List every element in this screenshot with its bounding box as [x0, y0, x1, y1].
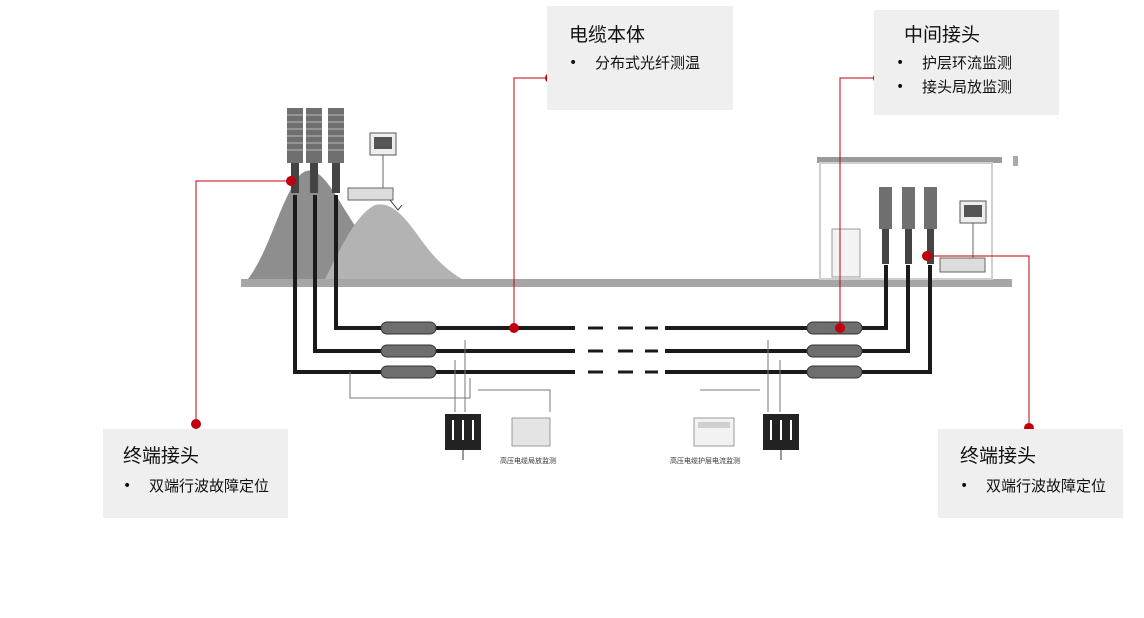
callout-middle-joint-list: 护层环流监测 接头局放监测 — [896, 51, 1059, 99]
callout-terminal-left-item-0: 双端行波故障定位 — [123, 474, 288, 498]
callout-middle-joint-item-0: 护层环流监测 — [896, 51, 1059, 75]
partial-discharge-device: 高压电缆局放监测 — [500, 417, 556, 465]
marker-middle-joint-point — [835, 323, 845, 333]
left-terminal-insulators — [287, 108, 344, 193]
grounding-wires — [349, 340, 781, 412]
callout-terminal-left-title: 终端接头 — [123, 445, 200, 467]
ground-surface — [241, 279, 1012, 287]
marker-cable-body-point — [509, 323, 519, 333]
callout-middle-joint: 中间接头 护层环流监测 接头局放监测 — [874, 10, 1059, 115]
marker-right-terminal-point — [922, 251, 932, 261]
callout-terminal-right-title: 终端接头 — [960, 445, 1037, 467]
marker-left-terminal-point — [286, 176, 296, 186]
cable-runs — [293, 195, 932, 374]
cable-joints — [380, 321, 863, 379]
callout-middle-joint-title: 中间接头 — [904, 24, 981, 46]
callout-terminal-left: 终端接头 双端行波故障定位 — [103, 429, 288, 518]
right-ground-box — [763, 414, 799, 460]
marker-left-terminal-box — [191, 419, 201, 429]
cable-gap-dashes — [588, 326, 658, 374]
callout-middle-joint-item-1: 接头局放监测 — [896, 75, 1059, 99]
right-substation — [817, 156, 1018, 280]
callout-cable-body-title: 电缆本体 — [569, 24, 646, 46]
callout-cable-body-item-0: 分布式光纤测温 — [569, 51, 733, 75]
left-ground-box — [445, 414, 481, 460]
sheath-current-label: 高压电缆护层电流监测 — [670, 456, 740, 465]
callout-terminal-left-list: 双端行波故障定位 — [123, 474, 288, 498]
callout-terminal-right: 终端接头 双端行波故障定位 — [938, 429, 1123, 518]
partial-discharge-label: 高压电缆局放监测 — [500, 456, 556, 465]
callout-leader-lines — [195, 77, 1030, 428]
sheath-current-device: 高压电缆护层电流监测 — [670, 417, 740, 465]
callout-terminal-right-item-0: 双端行波故障定位 — [960, 474, 1123, 498]
callout-terminal-right-list: 双端行波故障定位 — [960, 474, 1123, 498]
left-monitor-terminal — [347, 132, 403, 211]
callout-cable-body-list: 分布式光纤测温 — [569, 51, 733, 75]
left-hill-front — [325, 204, 462, 279]
callout-cable-body: 电缆本体 分布式光纤测温 — [547, 6, 733, 110]
